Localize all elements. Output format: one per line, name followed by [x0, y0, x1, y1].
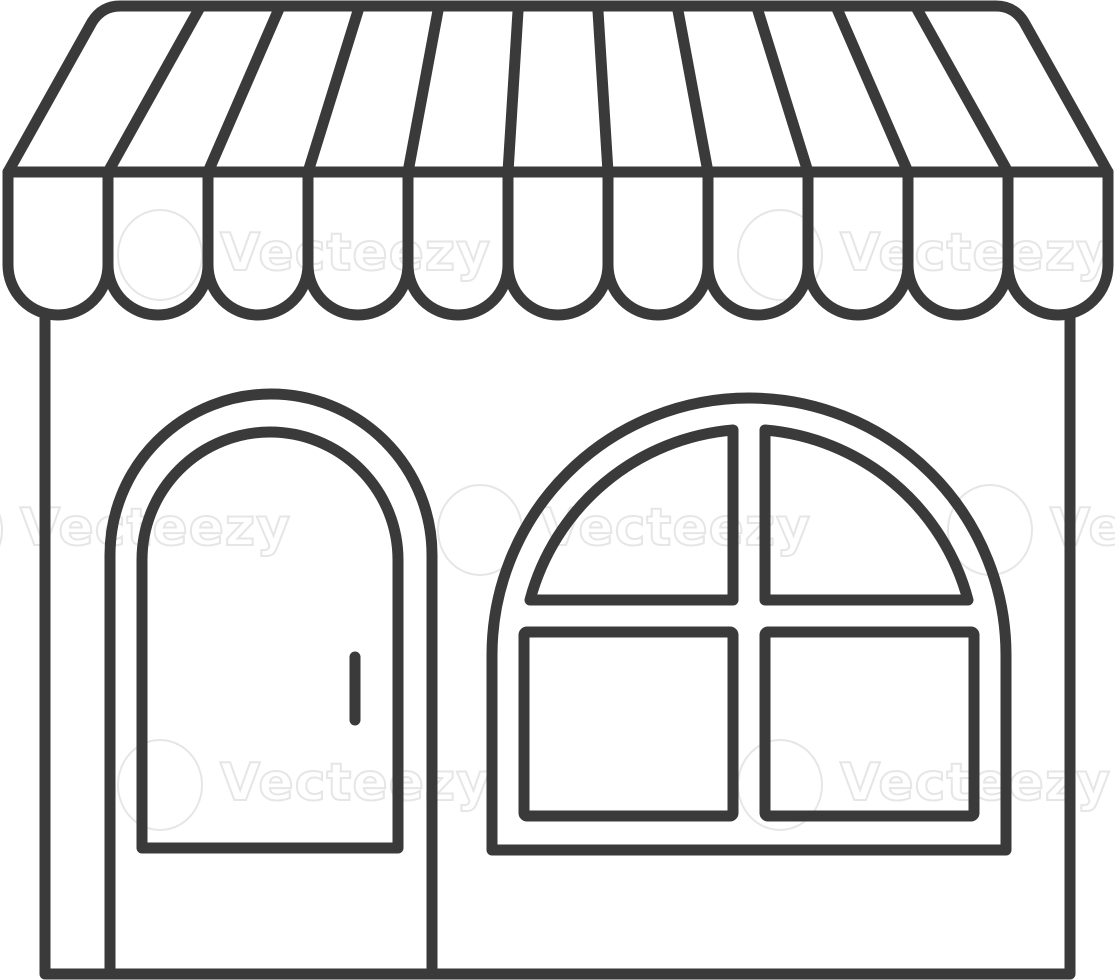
awning-stripe [402, 2, 444, 178]
door-frame [104, 388, 438, 980]
watermark-text: Vecteezy [220, 223, 491, 283]
awning-canopy [2, 0, 1114, 178]
watermark: Vecteezy [947, 484, 1115, 576]
awning-stripe [102, 2, 206, 178]
awning-stripe [502, 2, 524, 178]
watermark-logo-icon [0, 513, 3, 547]
valance-dividers [102, 166, 1014, 271]
awning-stripe [302, 2, 365, 178]
awning-stripe [751, 2, 814, 178]
awning-stripe [202, 2, 285, 178]
awning-stripe [910, 2, 1014, 178]
window-pane-bottom-right [759, 626, 980, 822]
watermark-text: Vecteezy [220, 753, 491, 813]
door-panel [136, 426, 404, 854]
watermark-logo-icon [117, 739, 203, 831]
awning-stripe [672, 2, 714, 178]
watermark-text: Vecteezy [1050, 498, 1115, 558]
watermark-text: Vecteezy [840, 223, 1111, 283]
shop-wall [39, 312, 1076, 980]
watermark: Vecteezy [437, 484, 811, 576]
window-pane-top-right [759, 424, 974, 606]
awning-stripe [592, 2, 614, 178]
watermark-layer: VecteezyVecteezyVecteezyVecteezyVecteezy… [0, 209, 1115, 831]
awning-stripe [831, 2, 914, 178]
watermark-logo-icon [117, 209, 203, 301]
awning-valance [2, 166, 1114, 321]
watermark: Vecteezy [737, 209, 1111, 301]
awning-stripes [102, 2, 1014, 178]
watermark: Vecteezy [117, 739, 491, 831]
window-pane-top-left [524, 424, 739, 606]
window-pane-bottom-left [518, 626, 739, 822]
watermark-logo-icon [737, 209, 823, 301]
window-frame [486, 392, 1012, 856]
watermark: Vecteezy [117, 209, 491, 301]
